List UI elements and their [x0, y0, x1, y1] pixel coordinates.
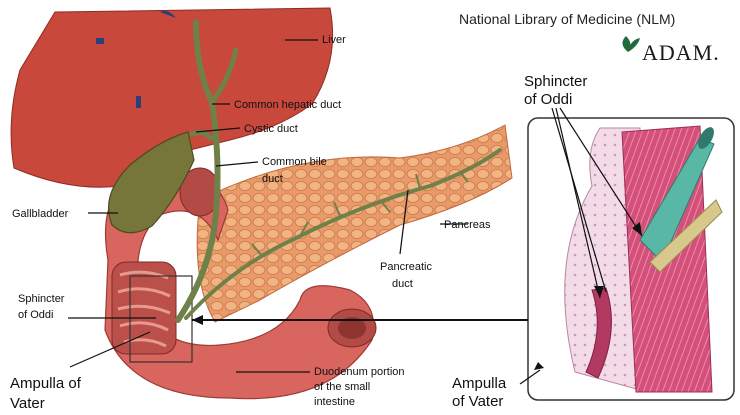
label-duodenum-line1: Duodenum portion	[314, 366, 405, 378]
label-sphincter-left-line1: Sphincter	[18, 293, 65, 305]
label-common-hepatic-duct: Common hepatic duct	[234, 99, 341, 111]
inset-connector-arrowhead	[192, 315, 203, 325]
label-duodenum-line3: intestine	[314, 396, 355, 408]
nlm-credit: National Library of Medicine (NLM)	[459, 11, 675, 27]
adam-logo: ADAM.	[642, 40, 720, 65]
label-ampulla-right-line1: Ampulla	[452, 375, 507, 392]
label-sphincter-right-line2: of Oddi	[524, 91, 572, 108]
label-ampulla-left-line1: Ampulla of	[10, 375, 82, 392]
label-pancreatic-duct-line1: Pancreatic	[380, 261, 432, 273]
label-common-bile-duct-line2: duct	[262, 173, 283, 185]
label-ampulla-left-line2: Vater	[10, 395, 45, 412]
label-ampulla-right-line2: of Vater	[452, 393, 503, 410]
label-pancreatic-duct-line2: duct	[392, 278, 413, 290]
label-gallbladder: Gallbladder	[12, 208, 69, 220]
label-common-bile-duct-line1: Common bile	[262, 156, 327, 168]
label-pancreas: Pancreas	[444, 219, 491, 231]
label-cystic-duct: Cystic duct	[244, 123, 298, 135]
liver-vessel	[96, 38, 104, 44]
label-liver: Liver	[322, 34, 346, 46]
label-duodenum-line2: of the small	[314, 381, 370, 393]
leaf-icon	[622, 36, 640, 52]
label-sphincter-right-line1: Sphincter	[524, 73, 587, 90]
label-sphincter-left-line2: of Oddi	[18, 309, 53, 321]
liver-vessel	[136, 96, 141, 108]
